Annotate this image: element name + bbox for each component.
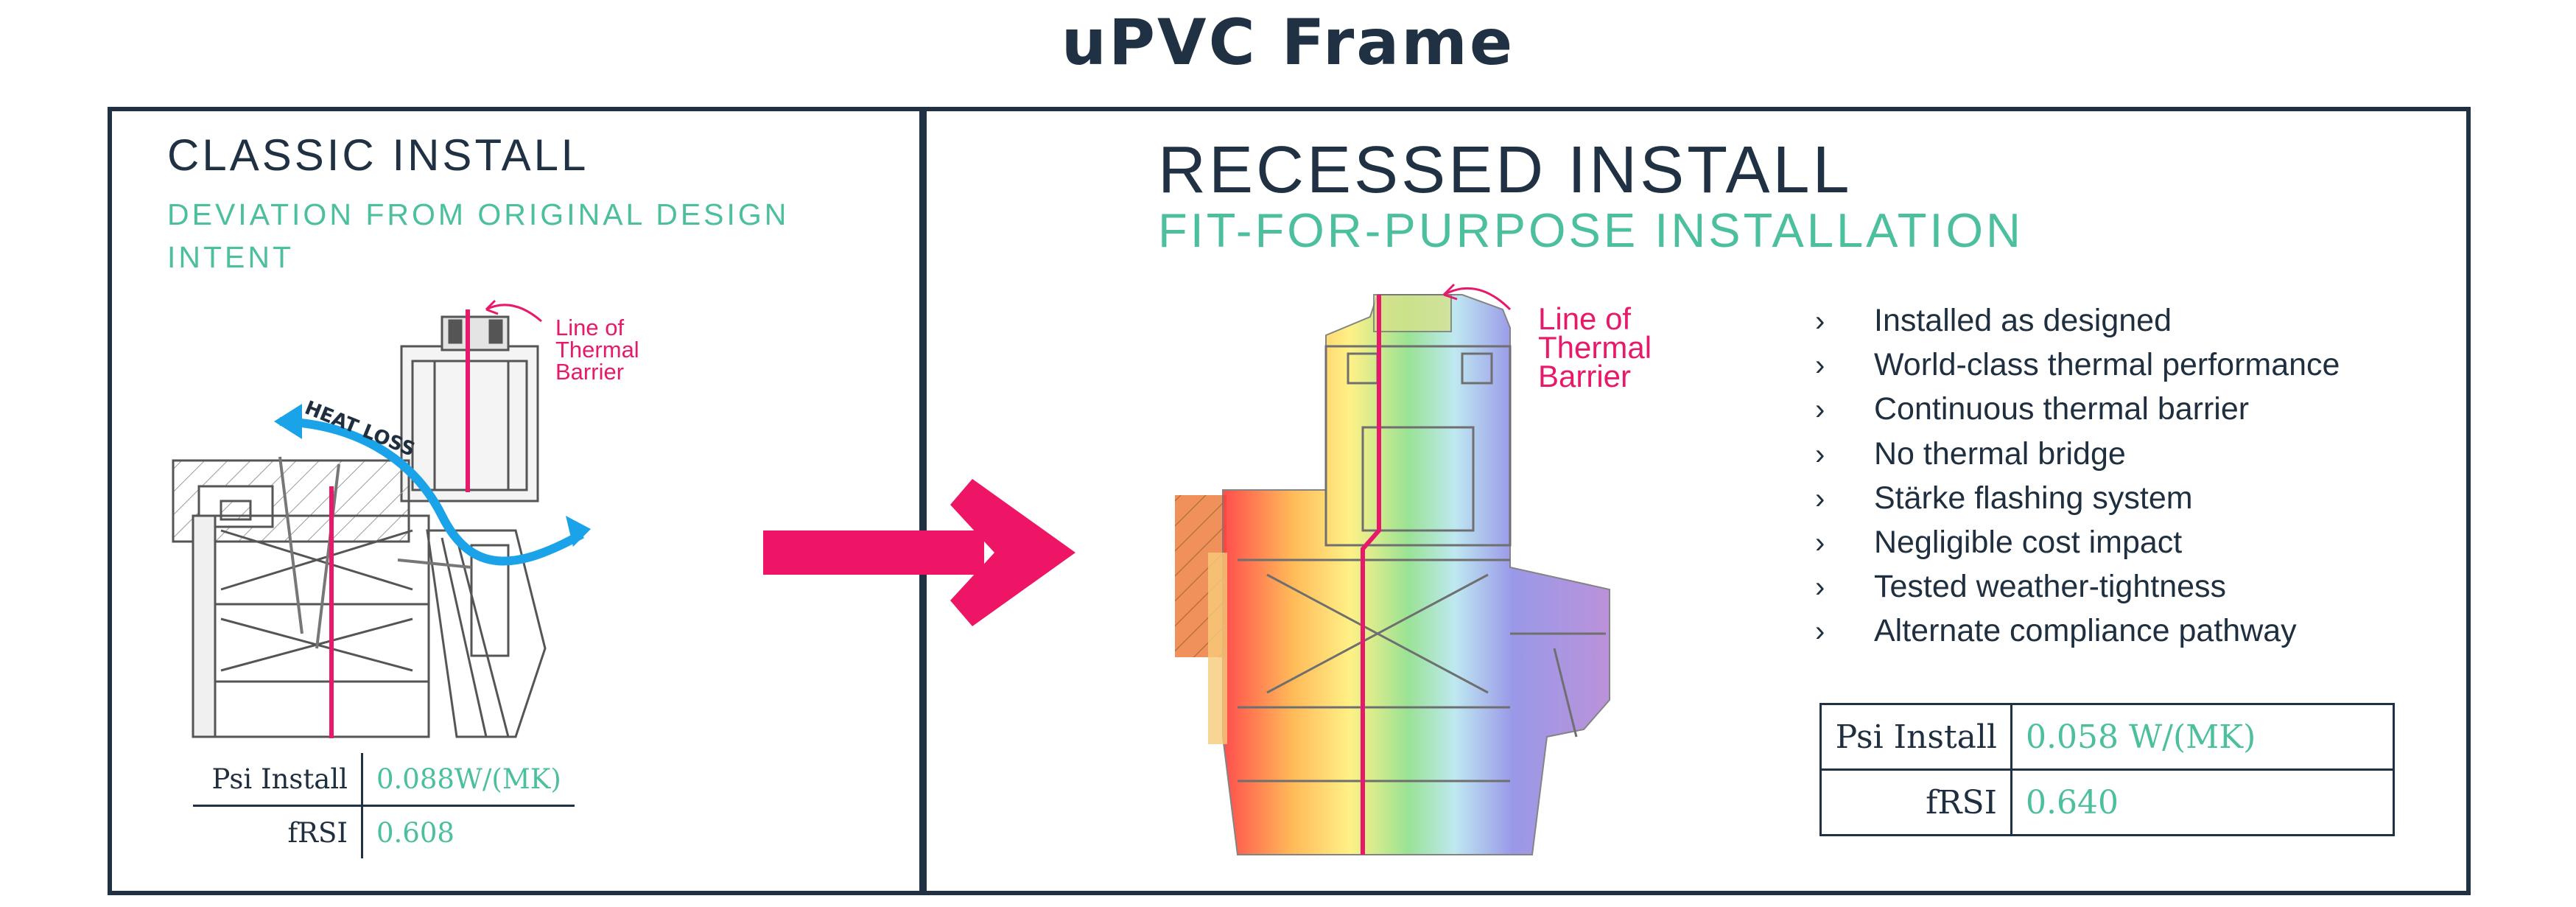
list-item: ›World-class thermal performance <box>1815 343 2340 387</box>
classic-install-subtitle: DEVIATION FROM ORIGINAL DESIGN INTENT <box>167 197 790 274</box>
frsi-label: fRSI <box>193 805 363 858</box>
chevron-right-icon: › <box>1815 615 1825 648</box>
recessed-section-drawing <box>1175 294 1610 855</box>
classic-line-pointer <box>485 304 542 323</box>
recessed-line-pointer <box>1443 287 1512 311</box>
table-row: fRSI 0.640 <box>1820 769 2394 836</box>
list-item: ›No thermal bridge <box>1815 432 2340 476</box>
classic-section-drawing <box>172 315 547 738</box>
recessed-install-subtitle: FIT-FOR-PURPOSE INSTALLATION <box>1158 203 2024 257</box>
recessed-performance-table: Psi Install 0.058 W/(MK) fRSI 0.640 <box>1819 703 2395 836</box>
recessed-thermal-line <box>1361 295 1381 855</box>
psi-install-label: Psi Install <box>193 753 363 807</box>
psi-install-label: Psi Install <box>1820 704 2012 771</box>
chevron-right-icon: › <box>1815 305 1825 337</box>
table-row: fRSI 0.608 <box>193 805 575 858</box>
list-item: ›Negligible cost impact <box>1815 520 2340 564</box>
chevron-right-icon: › <box>1815 438 1825 471</box>
chevron-right-icon: › <box>1815 482 1825 515</box>
classic-line-of-thermal-barrier-label: Line of Thermal Barrier <box>555 315 639 385</box>
list-item: ›Alternate compliance pathway <box>1815 609 2340 653</box>
heat-loss-arrow <box>279 417 584 566</box>
chevron-right-icon: › <box>1815 571 1825 604</box>
list-item: ›Installed as designed <box>1815 298 2340 343</box>
classic-install-panel <box>108 107 927 895</box>
table-row: Psi Install 0.088W/(MK) <box>193 753 575 807</box>
list-item: ›Stärke flashing system <box>1815 476 2340 520</box>
page-title: uPVC Frame <box>1061 6 1515 80</box>
classic-install-title: CLASSIC INSTALL <box>167 130 589 180</box>
recessed-line-of-thermal-barrier-label: Line of Thermal Barrier <box>1538 301 1652 393</box>
recessed-feature-list: ›Installed as designed ›World-class ther… <box>1815 298 2340 654</box>
psi-install-value: 0.058 W/(MK) <box>2011 704 2394 771</box>
list-item: ›Tested weather-tightness <box>1815 564 2340 609</box>
frsi-value: 0.640 <box>2026 783 2119 822</box>
list-item: ›Continuous thermal barrier <box>1815 387 2340 431</box>
recessed-install-panel <box>919 107 2471 895</box>
frsi-label: fRSI <box>1820 769 2012 836</box>
chevron-right-icon: › <box>1815 349 1825 382</box>
chevron-right-icon: › <box>1815 526 1825 559</box>
chevron-right-icon: › <box>1815 393 1825 427</box>
recessed-install-title: RECESSED INSTALL <box>1158 133 1853 207</box>
transition-arrow-icon <box>763 479 1075 626</box>
classic-performance-table: Psi Install 0.088W/(MK) fRSI 0.608 <box>193 753 575 858</box>
frsi-value: 0.608 <box>376 816 455 849</box>
psi-install-value: 0.088W/(MK) <box>362 753 575 807</box>
table-row: Psi Install 0.058 W/(MK) <box>1820 704 2394 771</box>
